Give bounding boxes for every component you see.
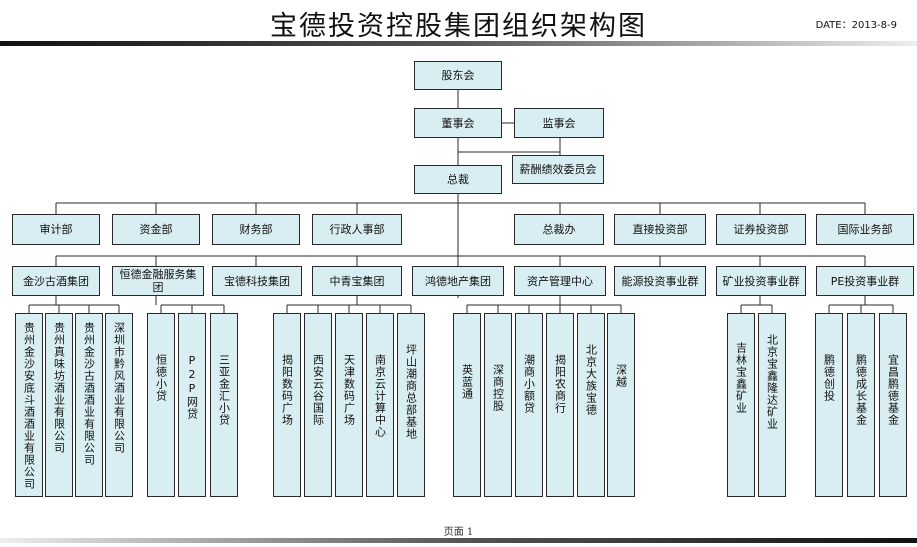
sub-company-box: P2P网贷 [178,313,206,497]
sub-company-box: 潮商小额贷 [515,313,543,497]
sub-company-label: 潮商小额贷 [522,354,536,414]
sub-company-label: 恒德小贷 [154,354,168,402]
group-jinsha-liquor: 金沙古酒集团 [12,266,100,296]
sub-company-box: 西安云谷国际 [304,313,332,497]
compensation-committee-box: 薪酬绩效委员会 [512,155,604,184]
group-mining-investment: 矿业投资事业群 [716,266,806,296]
sub-company-label: 三亚金汇小贷 [217,354,231,426]
dept-admin-hr: 行政人事部 [312,214,402,245]
sub-company-label: 西安云谷国际 [311,354,325,426]
sub-company-label: 鹏德创投 [822,354,836,402]
group-baode-tech: 宝德科技集团 [212,266,302,296]
sub-company-box: 英蓝通 [453,313,481,497]
sub-company-label: 天津数码广场 [342,354,356,426]
bottom-divider [0,538,917,543]
sub-company-label: 揭阳数码广场 [280,354,294,426]
top-divider [0,41,917,46]
dept-international: 国际业务部 [816,214,914,245]
sub-company-label: 鹏德成长基金 [854,354,868,426]
president-box: 总裁 [414,165,502,194]
sub-company-label: 北京宝鑫隆达矿业 [765,334,779,430]
sub-company-box: 揭阳农商行 [546,313,574,497]
sub-company-label: 坪山潮商总部基地 [404,344,418,440]
sub-company-label: P2P网贷 [185,354,199,420]
sub-company-box: 宜昌鹏德基金 [879,313,907,497]
sub-company-box: 三亚金汇小贷 [210,313,238,497]
sub-company-box: 贵州金沙古酒酒业有限公司 [75,313,103,497]
supervisors-box: 监事会 [514,108,604,138]
sub-company-box: 鹏德成长基金 [847,313,875,497]
group-hongde-realestate: 鸿德地产集团 [412,266,504,296]
sub-company-box: 揭阳数码广场 [273,313,301,497]
sub-company-label: 深越 [614,364,628,388]
page-title: 宝德投资控股集团组织架构图 [270,11,647,42]
group-zhongqingbao: 中青宝集团 [312,266,402,296]
shareholders-box: 股东会 [414,61,502,90]
group-pe-investment: PE投资事业群 [816,266,914,296]
dept-funds: 资金部 [112,214,200,245]
sub-company-label: 揭阳农商行 [553,354,567,414]
sub-company-label: 英蓝通 [460,364,474,400]
sub-company-box: 北京大族宝德 [577,313,605,497]
page-number: 页面 1 [443,527,474,538]
sub-company-label: 贵州金沙安底斗酒酒业有限公司 [22,322,36,490]
sub-company-label: 深商控股 [491,364,505,412]
sub-company-label: 南京云计算中心 [373,354,387,438]
sub-company-box: 深圳市黔风酒业有限公司 [105,313,133,497]
dept-audit: 审计部 [12,214,100,245]
sub-company-box: 鹏德创投 [815,313,843,497]
sub-company-label: 北京大族宝德 [584,344,598,416]
sub-company-box: 贵州金沙安底斗酒酒业有限公司 [15,313,43,497]
group-hengde-finance: 恒德金融服务集团 [112,266,204,296]
sub-company-box: 深越 [607,313,635,497]
sub-company-box: 南京云计算中心 [366,313,394,497]
dept-securities-investment: 证券投资部 [716,214,806,245]
sub-company-box: 贵州真味坊酒业有限公司 [45,313,73,497]
sub-company-box: 北京宝鑫隆达矿业 [758,313,786,497]
board-box: 董事会 [414,108,502,138]
sub-company-label: 贵州金沙古酒酒业有限公司 [82,322,96,466]
sub-company-label: 深圳市黔风酒业有限公司 [112,322,126,454]
date-label: DATE：2013-8-9 [815,20,897,31]
sub-company-label: 贵州真味坊酒业有限公司 [52,322,66,454]
group-energy-investment: 能源投资事业群 [614,266,706,296]
group-asset-management: 资产管理中心 [514,266,606,296]
sub-company-box: 吉林宝鑫矿业 [727,313,755,497]
dept-direct-investment: 直接投资部 [614,214,706,245]
sub-company-box: 天津数码广场 [335,313,363,497]
sub-company-box: 坪山潮商总部基地 [397,313,425,497]
sub-company-label: 宜昌鹏德基金 [886,354,900,426]
sub-company-box: 恒德小贷 [147,313,175,497]
sub-company-label: 吉林宝鑫矿业 [734,342,748,414]
dept-president-office: 总裁办 [514,214,604,245]
sub-company-box: 深商控股 [484,313,512,497]
dept-finance: 财务部 [212,214,300,245]
